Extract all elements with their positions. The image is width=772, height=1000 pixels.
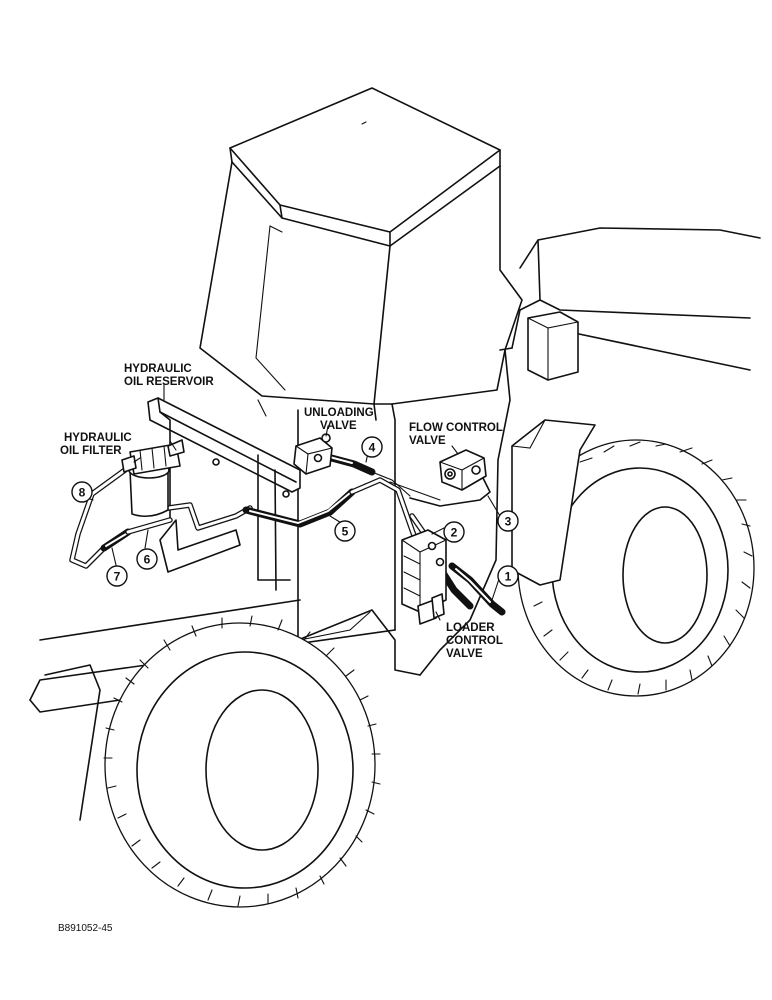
- svg-text:8: 8: [79, 486, 86, 500]
- flow-control-valve-part: [439, 449, 487, 491]
- label-flow-control-valve: FLOW CONTROL VALVE: [409, 422, 503, 447]
- hydraulic-oil-filter-part: [121, 439, 185, 518]
- line-3: [409, 475, 491, 507]
- svg-text:UNLOADING: UNLOADING: [304, 407, 374, 419]
- label-hydraulic-oil-filter: HYDRAULIC OIL FILTER: [60, 432, 132, 457]
- callout-4: 4: [361, 436, 383, 458]
- unloading-valve-part: [293, 433, 333, 475]
- svg-text:VALVE: VALVE: [409, 435, 446, 447]
- cab: [199, 87, 523, 676]
- front-left-wheel: [103, 615, 381, 908]
- loader-control-valve-part: [401, 529, 447, 625]
- callout-1: 1: [497, 565, 519, 587]
- callout-8: 8: [71, 481, 93, 503]
- svg-text:OIL FILTER: OIL FILTER: [60, 445, 122, 457]
- callout-7: 7: [106, 565, 128, 587]
- figure-id: B891052-45: [58, 923, 113, 934]
- right-rear-wheel: [511, 419, 755, 697]
- callout-3: 3: [497, 510, 519, 532]
- svg-text:7: 7: [114, 570, 121, 584]
- fender-light: [527, 311, 579, 381]
- line-5-pipe: [349, 477, 421, 549]
- svg-text:HYDRAULIC: HYDRAULIC: [64, 432, 132, 444]
- svg-text:1: 1: [505, 570, 512, 584]
- label-loader-control-valve: LOADER CONTROL VALVE: [446, 622, 503, 660]
- svg-text:CONTROL: CONTROL: [446, 635, 503, 647]
- hydraulic-oil-reservoir: [147, 397, 301, 591]
- svg-text:VALVE: VALVE: [446, 648, 483, 660]
- svg-text:4: 4: [369, 441, 376, 455]
- svg-text:6: 6: [144, 553, 151, 567]
- svg-text:OIL RESERVOIR: OIL RESERVOIR: [124, 376, 214, 388]
- svg-text:5: 5: [342, 525, 349, 539]
- callout-2: 2: [443, 521, 465, 543]
- filter-bracket: [159, 519, 241, 573]
- callout-6: 6: [136, 548, 158, 570]
- label-hydraulic-oil-reservoir: HYDRAULIC OIL RESERVOIR: [124, 363, 214, 388]
- svg-text:LOADER: LOADER: [446, 622, 495, 634]
- label-unloading-valve: UNLOADING VALVE: [304, 407, 374, 432]
- svg-text:HYDRAULIC: HYDRAULIC: [124, 363, 192, 375]
- svg-text:VALVE: VALVE: [320, 420, 357, 432]
- svg-text:2: 2: [451, 526, 458, 540]
- svg-text:3: 3: [505, 515, 512, 529]
- svg-text:FLOW CONTROL: FLOW CONTROL: [409, 422, 503, 434]
- callout-5: 5: [334, 520, 356, 542]
